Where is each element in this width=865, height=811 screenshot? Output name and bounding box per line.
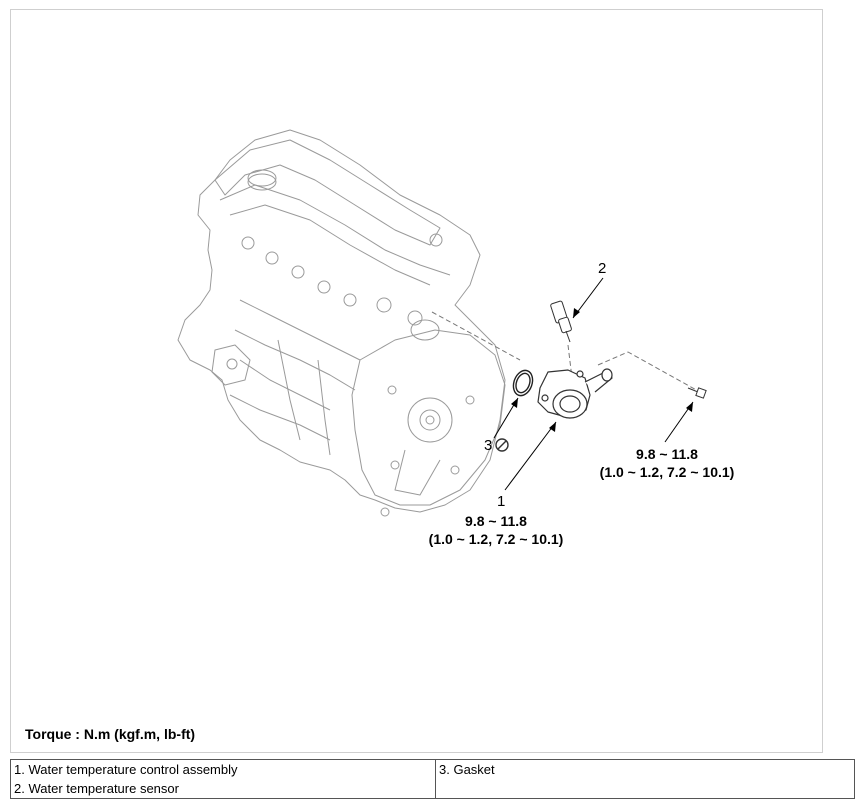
torque-unit-note: Torque : N.m (kgf.m, lb-ft) (25, 726, 196, 742)
valve-cover (214, 139, 441, 246)
leader-1 (504, 421, 557, 491)
engine-diagram (177, 129, 707, 517)
arrowhead-2 (573, 308, 580, 318)
water-temperature-sensor (550, 300, 572, 343)
legend-item-1: 1. Water temperature control assembly (10, 759, 436, 779)
legend-row: 1. Water temperature control assembly 3.… (10, 759, 855, 779)
mounting-bolt (687, 387, 707, 399)
water-temperature-control-assembly (537, 368, 613, 419)
legend-item-empty (435, 779, 855, 799)
arrowhead-1 (549, 422, 556, 432)
torque-spec-bolt: 9.8 ~ 11.8 (1.0 ~ 1.2, 7.2 ~ 10.1) (592, 445, 742, 481)
parts-legend-table: 1. Water temperature control assembly 3.… (10, 759, 855, 799)
torque-bolt-nm: 9.8 ~ 11.8 (636, 446, 698, 462)
legend-item-3: 3. Gasket (435, 759, 855, 779)
flywheel-housing (351, 329, 506, 506)
arrowhead-3 (511, 398, 518, 408)
callout-2: 2 (598, 260, 607, 277)
callout-1: 1 (497, 493, 506, 510)
alignment-line-bolt (597, 351, 701, 393)
alignment-line-gasket (431, 311, 521, 361)
torque-bolt-alt: (1.0 ~ 1.2, 7.2 ~ 10.1) (599, 464, 735, 480)
gasket (512, 369, 534, 397)
legend-row: 2. Water temperature sensor (10, 779, 855, 799)
torque-assembly-alt: (1.0 ~ 1.2, 7.2 ~ 10.1) (428, 531, 564, 547)
torque-assembly-nm: 9.8 ~ 11.8 (465, 513, 527, 529)
callout-3: 3 (484, 437, 493, 454)
legend-item-2: 2. Water temperature sensor (10, 779, 436, 799)
torque-spec-assembly: 9.8 ~ 11.8 (1.0 ~ 1.2, 7.2 ~ 10.1) (420, 512, 572, 548)
engine-block-outline (177, 129, 506, 513)
arrowhead-bolt (686, 402, 693, 412)
figure-frame (10, 9, 823, 753)
no-reuse-icon (495, 438, 509, 452)
